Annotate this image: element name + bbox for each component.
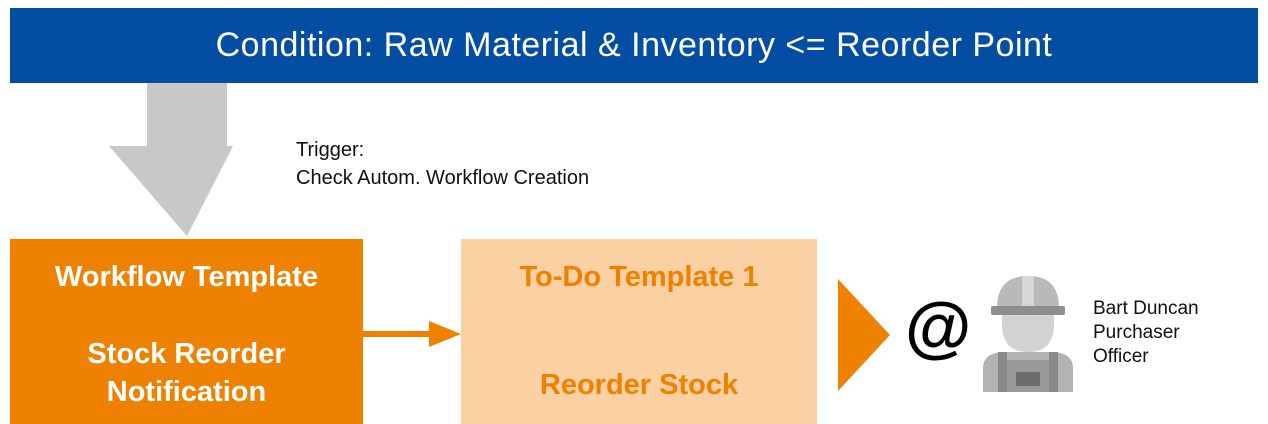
workflow-template-name: Stock Reorder Notification [87, 338, 286, 408]
big-down-arrow-icon [109, 83, 233, 236]
todo-template-name: Reorder Stock [539, 369, 739, 401]
worker-avatar-icon [983, 276, 1073, 392]
assignee-name: Bart Duncan [1093, 298, 1199, 319]
workflow-template-title: Workflow Template [54, 261, 319, 293]
trigger-note: Trigger: Check Autom. Workflow Creation [296, 136, 589, 192]
trigger-heading: Trigger: [296, 139, 365, 161]
trigger-text: Check Autom. Workflow Creation [296, 167, 590, 189]
at-symbol: @ [905, 289, 972, 365]
todo-template-title: To-Do Template 1 [519, 261, 759, 293]
assignee-role-line2: Officer [1093, 346, 1149, 367]
condition-banner: Condition: Raw Material & Inventory <= R… [10, 8, 1258, 83]
todo-template-box: To-Do Template 1 Reorder Stock [461, 239, 817, 424]
condition-label: Condition: Raw Material & Inventory <= R… [215, 26, 1053, 64]
assignee-info: Bart Duncan Purchaser Officer [1093, 297, 1199, 369]
right-arrow-icon [363, 321, 461, 347]
chevron-right-icon [838, 279, 890, 391]
assignee-role-line1: Purchaser [1093, 322, 1180, 343]
workflow-template-box: Workflow Template Stock Reorder Notifica… [10, 239, 363, 424]
